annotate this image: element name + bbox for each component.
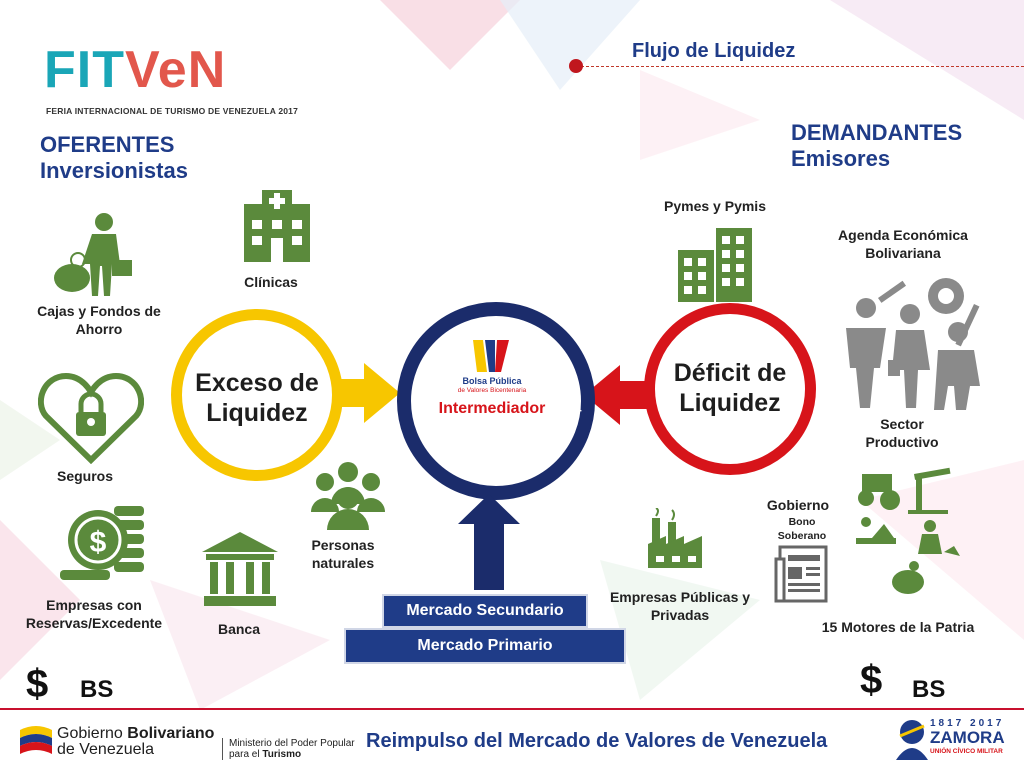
insurance-heart-lock-icon — [38, 372, 144, 464]
label-cajas: Cajas y Fondos de Ahorro — [37, 303, 161, 337]
excess-liquidity-text: Exceso de Liquidez — [182, 368, 332, 428]
bolsa-name: Bolsa Pública — [462, 376, 522, 386]
deficit-liquidity-circle: Déficit de Liquidez — [644, 303, 816, 475]
logo-subtitle: FERIA INTERNACIONAL DE TURISMO DE VENEZU… — [46, 106, 299, 116]
newspaper-icon — [774, 545, 828, 603]
gov-word1: Gobierno — [57, 725, 123, 742]
fitven-wordmark: FITVeN — [44, 40, 226, 100]
excess-line1: Exceso de — [195, 369, 319, 397]
ministry-line3: Turismo — [262, 749, 302, 760]
label-seguros: Seguros — [56, 468, 113, 484]
bolsa-logo-icon — [473, 340, 509, 372]
logo-ven-text: VeN — [124, 41, 227, 99]
zamora-subtitle: UNIÓN CÍVICO MILITAR — [930, 748, 1003, 755]
primary-market-box: Mercado Primario — [344, 628, 626, 664]
hospital-icon — [244, 190, 310, 262]
deficit-line2: Liquidez — [679, 389, 781, 417]
excess-liquidity-circle: Exceso de Liquidez — [171, 309, 343, 481]
left-bs-label: BS — [80, 676, 114, 703]
title-dot — [569, 59, 583, 73]
page-title: Flujo de Liquidez — [632, 40, 796, 62]
label-motores: 15 Motores de la Patria — [821, 619, 975, 635]
ministry-line1: Ministerio del Poder Popular — [229, 738, 355, 749]
intermediary-label: Intermediador — [438, 400, 546, 417]
venezuela-flag-icon — [20, 726, 52, 754]
right-dollar-sign: $ — [860, 658, 883, 702]
savings-investor-icon — [54, 213, 132, 296]
offerers-label: OFERENTES — [40, 132, 175, 157]
bolsa-subname: de Valores Bicentenaria — [457, 387, 527, 394]
ministry-line2: para el — [229, 749, 260, 760]
label-bono: Bono Soberano — [777, 516, 827, 542]
label-sector: Sector Productivo — [865, 416, 939, 450]
demanders-heading: DEMANDANTES Emisores — [791, 120, 962, 172]
label-gobierno: Gobierno — [766, 497, 830, 513]
label-empresas-reservas: Empresas con Reservas/Excedente — [25, 597, 163, 631]
gov-word2: Bolivariano — [127, 725, 215, 742]
title-underline — [576, 66, 1024, 67]
svg-text:$: $ — [90, 526, 107, 559]
label-personas: Personas naturales — [311, 537, 375, 571]
logo-fit-text: FIT — [44, 41, 125, 99]
demanders-label: DEMANDANTES — [791, 120, 963, 145]
office-buildings-icon — [678, 228, 752, 302]
right-bs-label: BS — [912, 676, 946, 703]
label-banca: Banca — [217, 621, 261, 637]
excess-line2: Liquidez — [206, 399, 308, 427]
footer-title: Reimpulso del Mercado de Valores de Vene… — [366, 730, 828, 752]
label-pymes: Pymes y Pymis — [664, 198, 766, 214]
label-agenda: Agenda Económica Bolivariana — [838, 227, 968, 261]
gobierno-logo-text: Gobierno Bolivariano de Venezuela — [57, 726, 214, 758]
issuers-label: Emisores — [791, 146, 891, 171]
coins-dollar-icon: $ — [60, 506, 144, 580]
investors-label: Inversionistas — [40, 158, 188, 183]
zamora-years: 1817 2017 — [930, 718, 1005, 729]
offerers-heading: OFERENTES Inversionistas — [40, 132, 188, 184]
gov-line2: de Venezuela — [57, 741, 154, 758]
footer-bar — [0, 708, 1024, 770]
motors-icons-cluster — [856, 467, 960, 594]
left-dollar-sign: $ — [26, 662, 49, 706]
bank-building-icon — [202, 532, 278, 606]
secondary-market-box: Mercado Secundario — [382, 594, 588, 628]
label-clinicas: Clínicas — [244, 274, 298, 290]
ministry-text: Ministerio del Poder Popular para el Tur… — [222, 738, 355, 760]
people-group-icon — [311, 462, 385, 530]
workers-gear-icon — [846, 278, 980, 410]
zamora-portrait-icon — [896, 720, 928, 760]
fitven-logo: FITVeN FERIA INTERNACIONAL DE TURISMO DE… — [44, 40, 298, 120]
up-arrow-icon — [458, 494, 520, 590]
deficit-line1: Déficit de — [673, 359, 787, 387]
factory-icon — [648, 508, 702, 568]
zamora-name: ZAMORA — [930, 728, 1005, 747]
deficit-liquidity-text: Déficit de Liquidez — [655, 358, 805, 418]
label-empresas-publicas: Empresas Públicas y Privadas — [609, 589, 751, 623]
